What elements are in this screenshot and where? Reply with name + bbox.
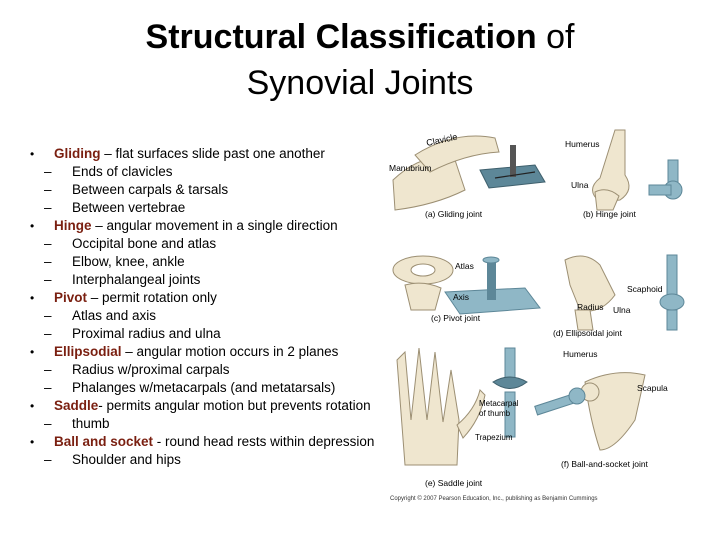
label-humerus-a: Humerus <box>565 139 599 149</box>
ball-socket-joint-panel: Humerus Scapula (f) Ball-and-socket join… <box>534 349 668 469</box>
hinge-rod-bottom <box>648 184 672 196</box>
ball-socket-ball <box>568 387 586 405</box>
example: –Proximal radius and ulna <box>44 326 221 341</box>
ellipsoid-rod-bottom <box>666 309 678 331</box>
label-trapezium: Trapezium <box>475 433 513 442</box>
example: –Radius w/proximal carpals <box>44 362 230 377</box>
gliding-joint-panel: Clavicle Manubrium (a) Gliding joint <box>389 132 546 219</box>
gliding-post <box>510 145 516 177</box>
label-metacarpal: Metacarpal <box>479 399 519 408</box>
saddle-rod-bottom <box>504 391 516 438</box>
pivot-joint-panel: Atlas Axis (c) Pivot joint <box>392 255 541 323</box>
joint-gliding: Gliding – flat surfaces slide past one a… <box>30 145 380 163</box>
caption-d: (d) Ellipsoidal joint <box>553 328 623 338</box>
radius-bone <box>574 309 594 331</box>
label-scapula: Scapula <box>637 383 668 393</box>
saddle-joint-panel: Metacarpal of thumb Trapezium (e) Saddle… <box>396 347 528 488</box>
joint-illustration: Clavicle Manubrium (a) Gliding joint Hum… <box>389 129 685 502</box>
manubrium-bone <box>392 157 466 211</box>
ulna-bone <box>594 189 620 211</box>
saddle-shape <box>492 376 528 389</box>
label-ulna2: Ulna <box>613 305 631 315</box>
example: –Ends of clavicles <box>44 164 173 179</box>
label-scaphoid: Scaphoid <box>627 284 663 294</box>
joint-figure: Clavicle Manubrium (a) Gliding joint Hum… <box>385 120 705 510</box>
hinge-joint-panel: Humerus Ulna (b) Hinge joint <box>565 129 683 219</box>
caption-e: (e) Saddle joint <box>425 478 483 488</box>
ellipsoid-rod-top <box>666 254 678 296</box>
example: –Elbow, knee, ankle <box>44 254 185 269</box>
pivot-post <box>487 260 496 300</box>
joint-ellipsoidal: Ellipsodial – angular motion occurs in 2… <box>30 343 380 361</box>
example: –Between vertebrae <box>44 200 186 215</box>
copyright-notice: Copyright © 2007 Pearson Education, Inc.… <box>390 495 598 502</box>
caption-c: (c) Pivot joint <box>431 313 481 323</box>
joint-saddle: Saddle- permits angular motion but preve… <box>30 397 380 415</box>
title-rest: of <box>536 18 575 56</box>
example: –Occipital bone and atlas <box>44 236 217 251</box>
hand-bones <box>396 347 460 466</box>
ellipsoid-cup <box>659 293 685 311</box>
label-humerus-b: Humerus <box>563 349 597 359</box>
label-axis: Axis <box>453 292 469 302</box>
label-manubrium: Manubrium <box>389 163 432 173</box>
ellipsoidal-joint-panel: Scaphoid Radius Ulna (d) Ellipsoidal joi… <box>553 254 685 338</box>
joint-hinge: Hinge – angular movement in a single dir… <box>30 217 380 235</box>
slide-title: Structural Classification of Synovial Jo… <box>0 14 720 106</box>
label-atlas: Atlas <box>455 261 474 271</box>
joint-ball-and-socket: Ball and socket - round head rests withi… <box>30 433 380 451</box>
axis-bone <box>404 282 442 311</box>
pivot-base <box>444 287 541 315</box>
joint-list: Gliding – flat surfaces slide past one a… <box>30 145 380 469</box>
label-ulna: Ulna <box>571 180 589 190</box>
example: –thumb <box>44 416 110 431</box>
caption-a: (a) Gliding joint <box>425 209 483 219</box>
scapula-bone <box>584 372 646 451</box>
label-of-thumb: of thumb <box>479 409 511 418</box>
title-line2: Synovial Joints <box>246 64 474 102</box>
caption-f: (f) Ball-and-socket joint <box>561 459 649 469</box>
example: –Interphalangeal joints <box>44 272 201 287</box>
example: –Between carpals & tarsals <box>44 182 229 197</box>
clavicle-bone <box>414 135 500 173</box>
caption-b: (b) Hinge joint <box>583 209 637 219</box>
thumb-bones <box>456 389 486 439</box>
humerus-bone-b <box>592 129 630 203</box>
example: –Atlas and axis <box>44 308 157 323</box>
example: –Shoulder and hips <box>44 452 181 467</box>
title-bold: Structural Classification <box>145 18 537 56</box>
joint-pivot: Pivot – permit rotation only <box>30 289 380 307</box>
example: –Phalanges w/metacarpals (and metatarsal… <box>44 380 336 395</box>
label-radius: Radius <box>577 302 603 312</box>
